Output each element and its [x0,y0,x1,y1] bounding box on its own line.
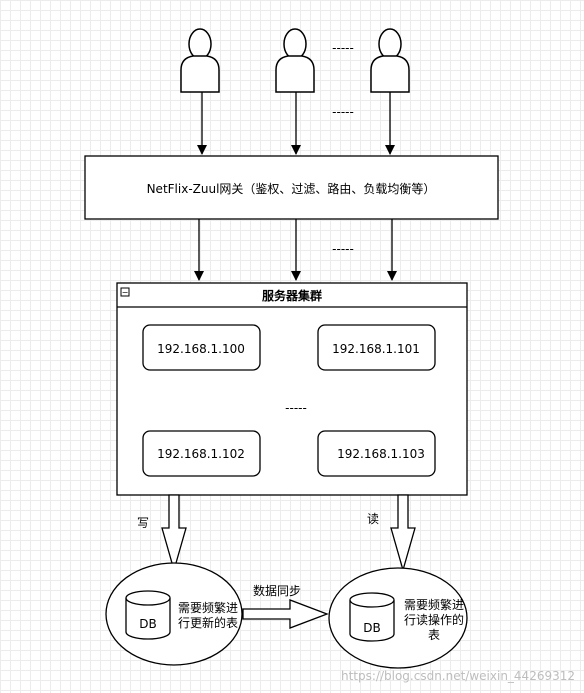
collapse-toggle[interactable] [120,287,130,297]
db-read-cylinder-label: DB [363,621,380,635]
database-icon [125,590,171,640]
user-icon [180,28,220,93]
sync-arrow [242,599,329,629]
read-label: 读 [367,512,379,526]
collapse-symbol: − [122,288,129,297]
read-arrow [390,494,416,573]
arrows-ellipsis-mid: ----- [332,242,354,256]
server-box [317,324,436,371]
arrows-ellipsis-top: ----- [332,105,354,119]
db-write-desc-line2: 行更新的表 [178,615,238,630]
server-box [142,324,261,371]
server-ip: 192.168.1.103 [337,447,425,461]
db-read-desc-line2: 行读操作的 [404,612,464,627]
users-ellipsis: ----- [332,41,354,55]
server-ip: 192.168.1.100 [157,342,245,356]
gateway-box [84,155,499,220]
cluster-title: 服务器集群 [262,288,322,303]
database-icon [349,592,395,642]
write-arrow [161,494,187,573]
db-read-desc-line1: 需要频繁进 [404,597,464,612]
db-read-desc-line3: 表 [428,628,440,642]
db-write-node [105,562,243,666]
user-icon [275,28,315,93]
server-box [317,430,436,477]
db-write-cylinder-label: DB [139,617,156,631]
write-label: 写 [137,516,149,530]
db-write-desc-line1: 需要频繁进 [178,600,238,615]
server-ip: 192.168.1.101 [332,342,420,356]
servers-ellipsis: ----- [285,401,307,415]
watermark: https://blog.csdn.net/weixin_44269312 [341,669,575,683]
gateway-label: NetFlix-Zuul网关（鉴权、过滤、路由、负载均衡等） [147,181,436,196]
server-box [142,430,261,477]
sync-label: 数据同步 [253,583,301,598]
user-icon [370,28,410,93]
server-ip: 192.168.1.102 [157,447,245,461]
